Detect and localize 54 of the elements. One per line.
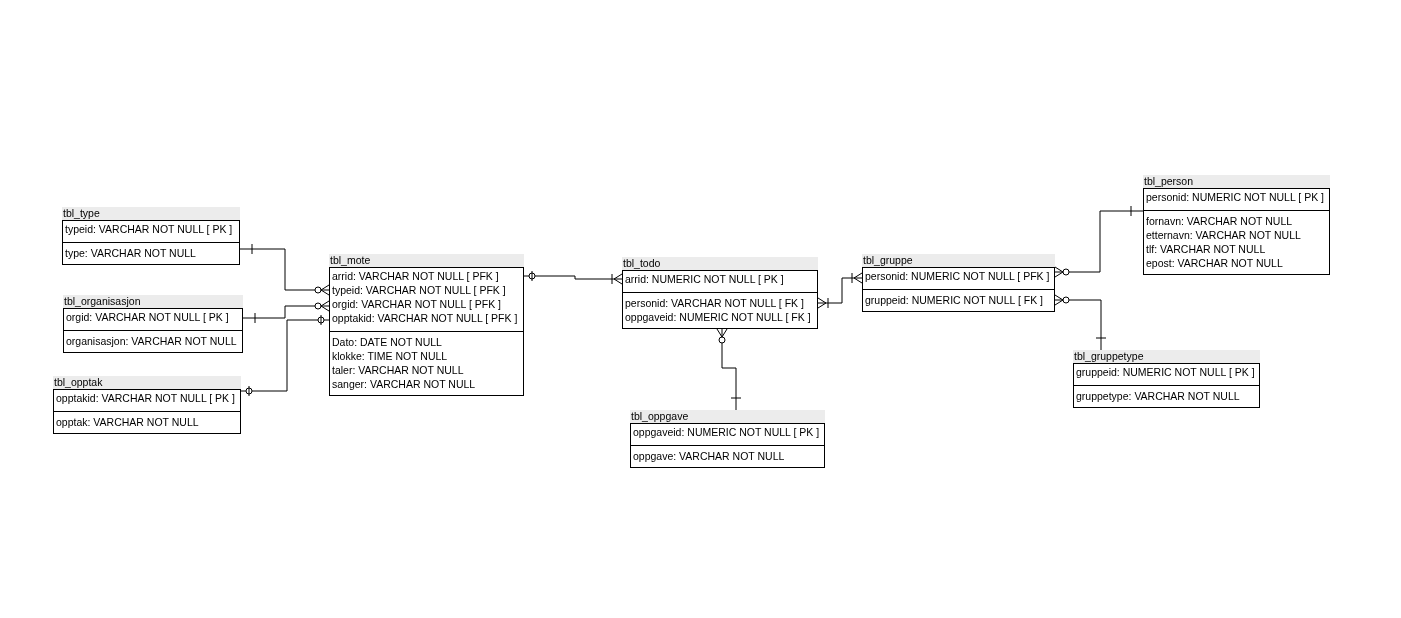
entity-table [62, 207, 240, 265]
column-definition: opptakid: VARCHAR NOT NULL [ PK ] [55, 391, 236, 405]
column-definition: oppgaveid: NUMERIC NOT NULL [ PK ] [632, 425, 821, 439]
column-definition: type: VARCHAR NOT NULL [64, 246, 197, 260]
column-definition: orgid: VARCHAR NOT NULL [ PFK ] [331, 297, 502, 311]
column-definition: arrid: NUMERIC NOT NULL [ PK ] [624, 272, 785, 286]
column-definition: tlf: VARCHAR NOT NULL [1145, 242, 1267, 256]
relationship-line [523, 270, 623, 285]
column-definition: gruppeid: NUMERIC NOT NULL [ PK ] [1075, 365, 1256, 379]
column-definition: fornavn: VARCHAR NOT NULL [1145, 214, 1294, 228]
entity-table [53, 376, 241, 434]
column-definition: opptak: VARCHAR NOT NULL [55, 415, 200, 429]
table-name: tbl_oppgave [630, 410, 825, 423]
table-name: tbl_type [62, 207, 240, 220]
entity-table [630, 410, 825, 468]
entity-table [63, 295, 243, 353]
table-name: tbl_person [1143, 175, 1330, 188]
entity-table [1073, 350, 1260, 408]
column-definition: personid: NUMERIC NOT NULL [ PFK ] [864, 269, 1051, 283]
relationship-line [242, 300, 330, 324]
column-definition: oppgaveid: NUMERIC NOT NULL [ FK ] [624, 310, 812, 324]
relationship-line [239, 243, 330, 296]
column-definition: gruppetype: VARCHAR NOT NULL [1075, 389, 1241, 403]
table-name: tbl_gruppe [862, 254, 1055, 267]
column-definition: klokke: TIME NOT NULL [331, 349, 449, 363]
column-definition: personid: NUMERIC NOT NULL [ PK ] [1145, 190, 1325, 204]
relationship-line [716, 328, 742, 411]
column-definition: typeid: VARCHAR NOT NULL [ PK ] [64, 222, 234, 236]
relationship-line [817, 272, 863, 309]
entity-table [1143, 175, 1330, 275]
entity-table [329, 254, 524, 396]
column-definition: organisasjon: VARCHAR NOT NULL [65, 334, 238, 348]
column-definition: personid: VARCHAR NOT NULL [ FK ] [624, 296, 805, 310]
column-definition: arrid: VARCHAR NOT NULL [ PFK ] [331, 269, 500, 283]
column-definition: sanger: VARCHAR NOT NULL [331, 377, 477, 391]
column-definition: orgid: VARCHAR NOT NULL [ PK ] [65, 310, 230, 324]
table-name: tbl_todo [622, 257, 818, 270]
relationship-line [1054, 294, 1107, 351]
entity-table [622, 257, 818, 329]
column-definition: oppgave: VARCHAR NOT NULL [632, 449, 786, 463]
table-name: tbl_organisasjon [63, 295, 243, 308]
table-name: tbl_gruppetype [1073, 350, 1260, 363]
column-definition: typeid: VARCHAR NOT NULL [ PFK ] [331, 283, 507, 297]
column-definition: taler: VARCHAR NOT NULL [331, 363, 465, 377]
column-definition: epost: VARCHAR NOT NULL [1145, 256, 1284, 270]
column-definition: gruppeid: NUMERIC NOT NULL [ FK ] [864, 293, 1044, 307]
relationship-line [240, 314, 330, 397]
relationship-line [1054, 205, 1144, 278]
table-name: tbl_mote [329, 254, 524, 267]
column-definition: opptakid: VARCHAR NOT NULL [ PFK ] [331, 311, 519, 325]
column-definition: Dato: DATE NOT NULL [331, 335, 443, 349]
entity-table [862, 254, 1055, 312]
table-name: tbl_opptak [53, 376, 241, 389]
column-definition: etternavn: VARCHAR NOT NULL [1145, 228, 1302, 242]
